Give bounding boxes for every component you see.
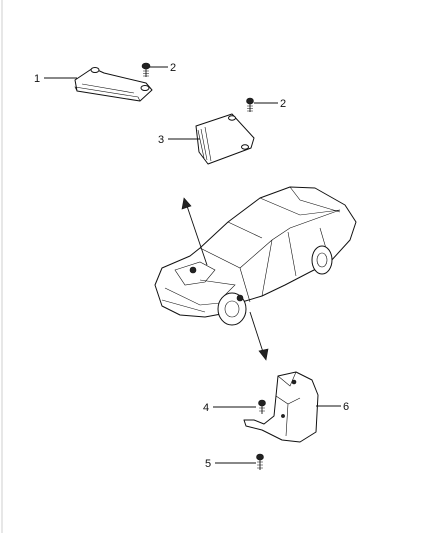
leader-lines xyxy=(44,66,341,464)
part-2-bolt-upper xyxy=(141,62,151,77)
callout-6: 6 xyxy=(343,401,349,413)
part-3-panel xyxy=(195,113,255,165)
part-4-clip xyxy=(258,399,266,414)
part-2-bolt-lower xyxy=(246,97,254,112)
part-6-splash-shield xyxy=(243,371,319,443)
vehicle-illustration xyxy=(154,186,357,326)
arrow-to-upper-parts xyxy=(181,197,208,266)
callout-2-upper: 2 xyxy=(170,62,176,74)
callout-2-lower: 2 xyxy=(280,98,286,110)
part-5-screw xyxy=(256,453,264,470)
arrow-to-lower-parts xyxy=(249,311,269,361)
part-1-shield xyxy=(74,67,153,102)
callout-5: 5 xyxy=(205,458,211,470)
callout-1: 1 xyxy=(34,73,40,85)
callout-3: 3 xyxy=(158,134,164,146)
callout-4: 4 xyxy=(203,402,209,414)
